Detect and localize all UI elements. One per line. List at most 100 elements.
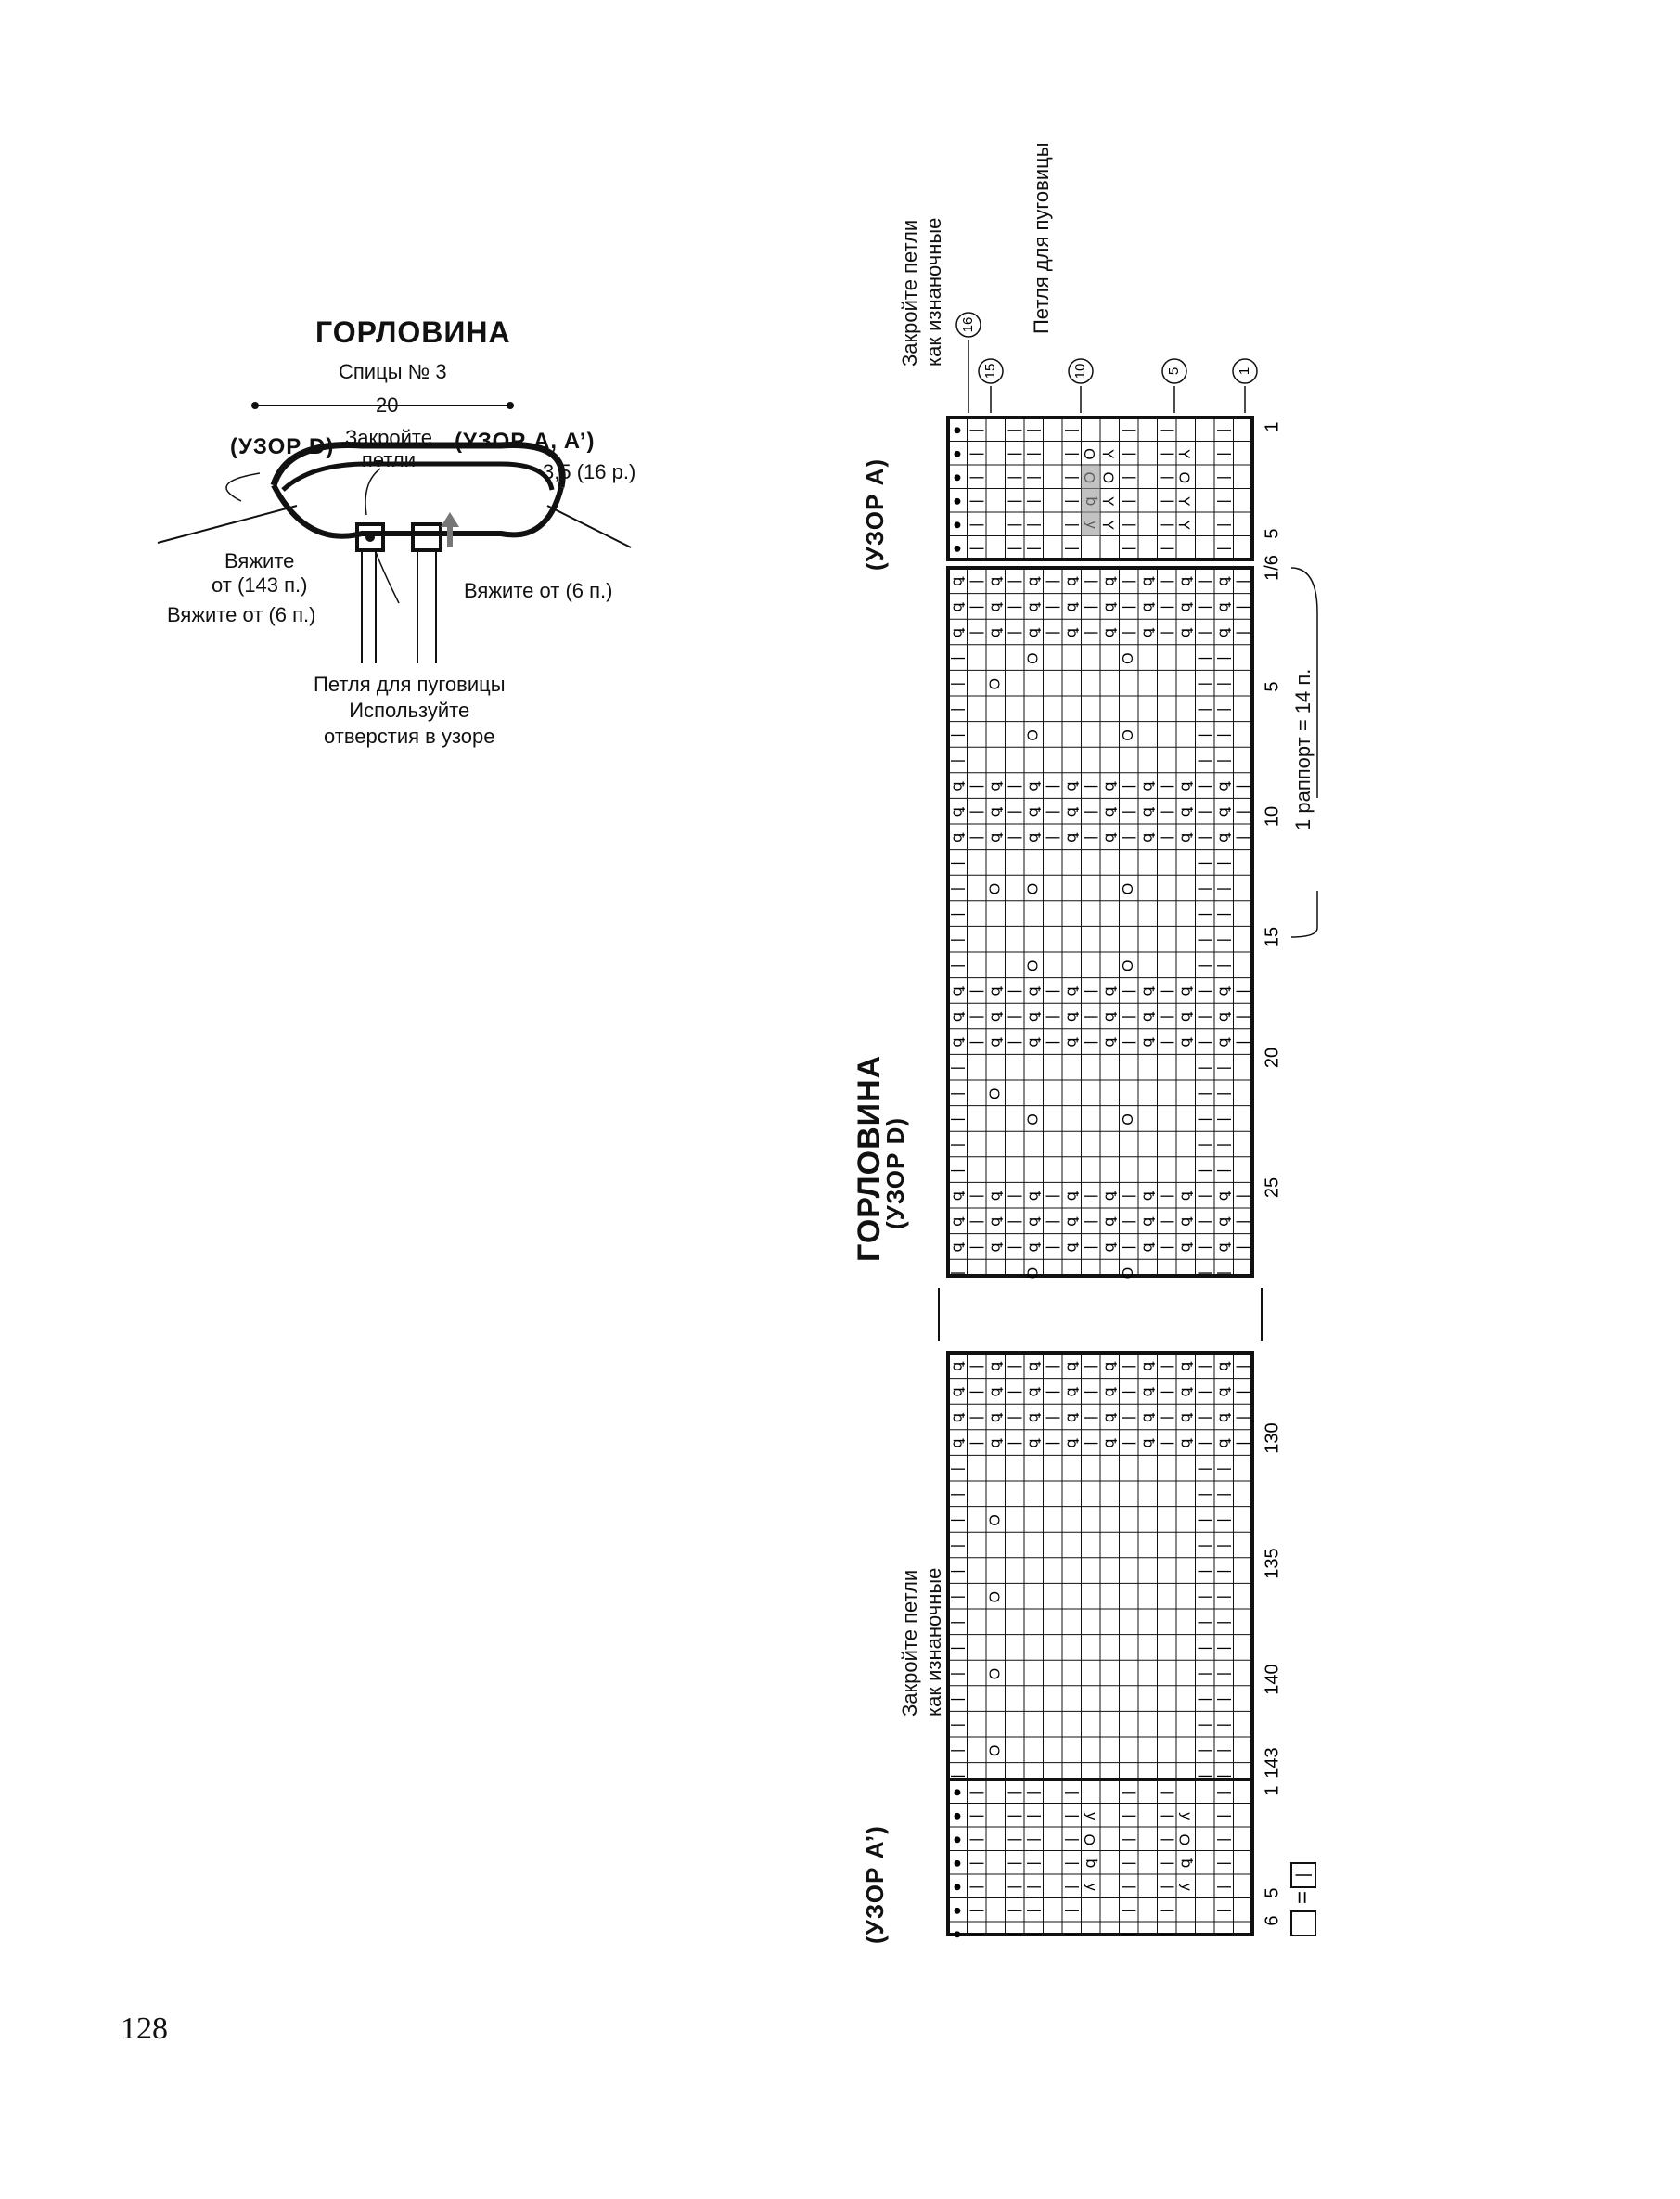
schematic-title: ГОРЛОВИНА: [315, 315, 511, 349]
chart-cell: ꝗ: [1177, 1858, 1193, 1868]
chart-cell: ꝗ: [1139, 806, 1155, 817]
chart-cell: O: [987, 678, 1003, 689]
chart-cell: ⅄: [1101, 496, 1117, 507]
chart-cell: |: [1007, 1416, 1022, 1420]
chart-cell: |: [1159, 1041, 1174, 1045]
chart-cell: |: [1007, 1933, 1022, 1936]
chart-cell: |: [1235, 580, 1250, 584]
chart-cell: ꝗ: [1025, 1412, 1041, 1422]
chart-cell: ●: [949, 1788, 965, 1797]
chart-cell: O: [1025, 1267, 1041, 1279]
chart-cell: |: [1159, 452, 1174, 456]
chart-cell: ꝗ: [987, 985, 1003, 996]
row-marker-circle: [978, 358, 1004, 384]
chart-cell: |: [1121, 1933, 1136, 1936]
chart-cell: |: [1197, 964, 1212, 968]
chart-cell: ꝗ: [1215, 1438, 1231, 1448]
chart-cell: |: [1045, 810, 1060, 814]
chart-cell: |: [1159, 499, 1174, 503]
chart-cell: |: [1121, 580, 1136, 584]
row-number-bottom: 1: [1262, 1785, 1282, 1795]
chart-cell: ꝗ: [1101, 1011, 1117, 1022]
chart-cell: |: [1197, 1493, 1212, 1497]
chart-cell: ꝗ: [1215, 601, 1231, 611]
chart-cell: |: [1215, 682, 1231, 686]
chart-cell: |: [1215, 1672, 1231, 1676]
chart-cell: ꝗ: [949, 806, 965, 817]
chart-cell: |: [1197, 1595, 1212, 1599]
chart-cell: |: [1197, 657, 1212, 661]
chart-cell: ꝗ: [1215, 1190, 1231, 1201]
chart-cell: |: [1083, 1220, 1098, 1224]
chart-cell: ꝗ: [1177, 1190, 1193, 1201]
chart-cell: |: [1215, 861, 1231, 865]
chart-cell: |: [1215, 1117, 1231, 1121]
chart-cell: |: [1121, 810, 1136, 814]
chart-cell: ꝗ: [987, 1438, 1003, 1448]
chart-cell: ꝗ: [987, 832, 1003, 842]
chart-cell: |: [1007, 1365, 1022, 1369]
chart-cell: |: [1121, 1015, 1136, 1019]
chart-cell: |: [1159, 605, 1174, 609]
chart-cell: ꝗ: [1215, 1361, 1231, 1371]
chart-cell: ꝗ: [987, 576, 1003, 586]
chart-cell: |: [1045, 836, 1060, 840]
chart-cell: ●: [949, 426, 965, 435]
chart-cell: |: [968, 1015, 984, 1019]
chart-cell: |: [1121, 989, 1136, 993]
chart-cell: |: [1215, 1544, 1231, 1548]
chart-cell: ●: [949, 1835, 965, 1845]
chart-cell: O: [1121, 883, 1136, 894]
chart-cell: |: [968, 1933, 984, 1936]
chart-cell: |: [1235, 1416, 1250, 1420]
chart-cell: O: [1121, 960, 1136, 971]
chart-cell: ꝗ: [1177, 1011, 1193, 1022]
chart-cell: |: [1121, 547, 1136, 550]
chart-cell: |: [1197, 1467, 1212, 1471]
chart-cell: ꝗ: [1177, 601, 1193, 611]
chart-cell: |: [1063, 1885, 1079, 1889]
chart-cell: ꝗ: [1063, 1216, 1079, 1227]
chart-cell: ꝗ: [1063, 576, 1079, 586]
chart-cell: ꝗ: [949, 1412, 965, 1422]
chart-cell: |: [1197, 1041, 1212, 1045]
chart-cell: ꝗ: [1063, 627, 1079, 637]
chart-cell: O: [1025, 960, 1041, 971]
pick-up-6-left-label: Вяжите от (6 п.): [167, 603, 316, 626]
chart-cell: |: [1235, 1390, 1250, 1394]
chart-cell: |: [1063, 1909, 1079, 1912]
chart-cell: |: [1063, 476, 1079, 480]
chart-cell: |: [1215, 1621, 1231, 1625]
chart-cell: |: [1063, 1814, 1079, 1818]
chart-cell: O: [1177, 472, 1193, 483]
chart-cell: ꝗ: [1063, 1386, 1079, 1396]
row-number-top: 5: [1262, 528, 1282, 538]
chart-cell: ꝗ: [1139, 1241, 1155, 1252]
chart-cell: |: [1007, 1041, 1022, 1045]
chart-cell: |: [949, 1774, 965, 1778]
chart-cell: ꝗ: [1063, 1037, 1079, 1048]
chart-cell: ꝗ: [1177, 1037, 1193, 1048]
chart-cell: |: [1215, 1143, 1231, 1147]
chart-cell: ꝗ: [1101, 1037, 1117, 1048]
chart-cell: |: [1197, 1544, 1212, 1548]
chart-cell: ⅄: [1177, 496, 1193, 507]
chart-cell: |: [1215, 1885, 1231, 1889]
chart-cell: |: [968, 1791, 984, 1794]
chart-cell: |: [1197, 682, 1212, 686]
chart-cell: |: [1045, 989, 1060, 993]
row-number-bottom: 135: [1262, 1548, 1282, 1578]
row-number-top: 5: [1262, 681, 1282, 691]
chart-cell: |: [1083, 605, 1098, 609]
chart-cell: |: [949, 657, 965, 661]
chart-cell: |: [1215, 1595, 1231, 1599]
chart-cell: |: [949, 1117, 965, 1121]
chart-cell: |: [949, 1646, 965, 1650]
chart-cell: |: [949, 1672, 965, 1676]
chart-cell: ꝗ: [1215, 1216, 1231, 1227]
repeat-label: 1 раппорт = 14 п.: [1291, 668, 1315, 830]
chart-cell: |: [1159, 989, 1174, 993]
chart-cell: |: [949, 1271, 965, 1275]
chart-cell: |: [1215, 476, 1231, 480]
chart-cell: |: [949, 861, 965, 865]
